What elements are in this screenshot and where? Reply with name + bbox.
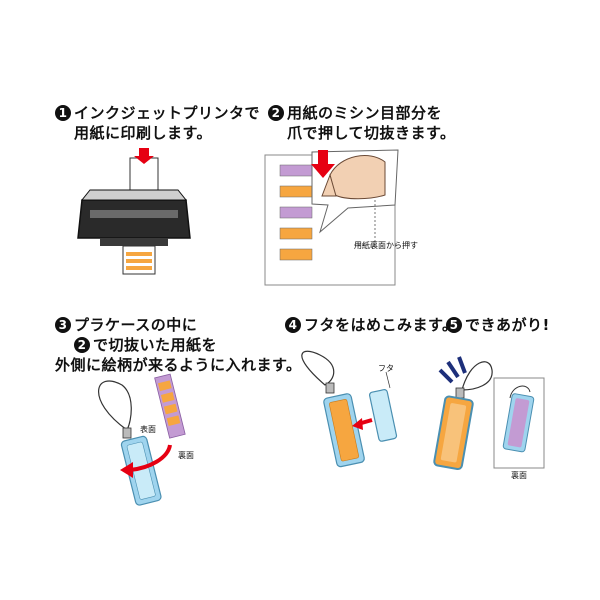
step-1-line2: 用紙に印刷します。 (74, 124, 213, 142)
step-2-line1: 用紙のミシン目部分を (287, 104, 443, 122)
printer-illustration (77, 148, 191, 275)
step-3-line2: で切抜いた用紙を (93, 336, 218, 354)
arrow-left-icon (352, 418, 363, 430)
press-from-back-label: 用紙裏面から押す (354, 241, 418, 250)
step-3-ref-number: 2 (74, 337, 90, 353)
front-label: 表面 (140, 425, 156, 434)
attach-lid-illustration (301, 350, 398, 468)
back-label: 裏面 (178, 451, 194, 460)
step-4-number: 4 (285, 317, 301, 333)
lid-label: フタ (378, 364, 394, 373)
down-arrow-icon (311, 150, 335, 178)
step-3-number: 3 (55, 317, 71, 333)
step-5-number: 5 (446, 317, 462, 333)
cut-out-illustration (264, 149, 399, 286)
insert-paper-illustration (98, 373, 186, 506)
step-2-line2: 爪で押して切抜きます。 (287, 124, 456, 142)
step-2-number: 2 (268, 105, 284, 121)
step-4-line1: フタをはめこみます。 (304, 316, 458, 334)
back-view-label: 裏面 (511, 471, 527, 480)
step-1-line1: インクジェットプリンタで (74, 104, 261, 122)
finished-illustration (433, 356, 545, 471)
down-arrow-icon (134, 148, 154, 164)
step-3-line1: プラケースの中に (74, 316, 198, 334)
step-1-number: 1 (55, 105, 71, 121)
step-3-line3: 外側に絵柄が来るように入れます。 (55, 356, 302, 374)
step-5-line1: できあがり! (465, 316, 550, 334)
arrow-left-icon (120, 462, 133, 478)
